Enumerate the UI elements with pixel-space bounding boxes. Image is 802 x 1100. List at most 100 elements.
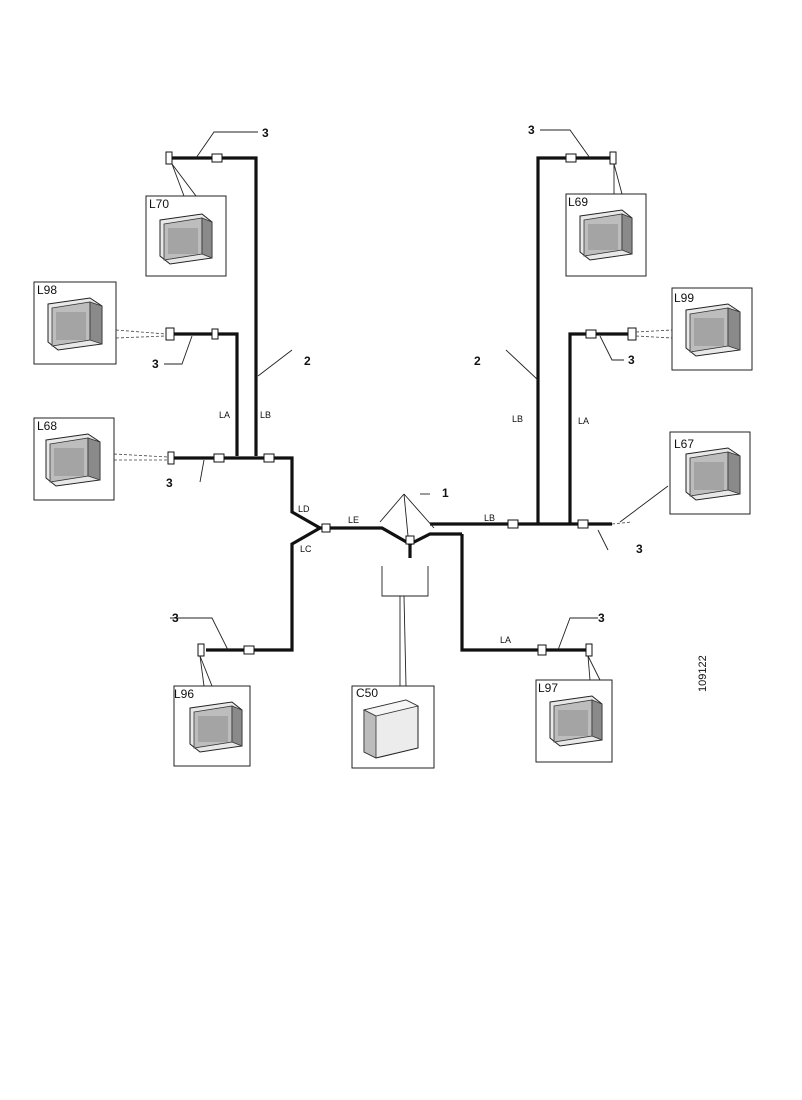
leader-line — [403, 493, 435, 529]
wire-l97-branch — [460, 534, 588, 652]
wire-le-center — [320, 526, 462, 546]
connector — [165, 151, 173, 165]
wire-l68-branch — [172, 456, 321, 530]
module-label: L70 — [149, 197, 169, 211]
connector — [585, 329, 597, 339]
link-line — [619, 485, 669, 523]
module-label: L69 — [568, 195, 588, 209]
link-line — [171, 163, 185, 197]
module-icon — [685, 303, 741, 357]
module-label: L99 — [674, 291, 694, 305]
module-icon — [362, 699, 420, 759]
callout-3: 3 — [152, 357, 159, 371]
connector — [211, 153, 223, 163]
wire-code-la: LA — [578, 416, 589, 426]
leader-lines — [164, 129, 624, 651]
link-line — [635, 329, 673, 333]
link-line — [115, 335, 167, 339]
connector-links — [113, 163, 673, 687]
wire-l99-branch — [568, 332, 636, 524]
leader-line — [557, 617, 598, 651]
module-label: L97 — [538, 681, 558, 695]
connector — [507, 519, 519, 529]
connector — [585, 643, 593, 657]
connector — [609, 151, 617, 165]
link-line — [613, 163, 623, 195]
connector — [165, 327, 175, 341]
callout-3: 3 — [636, 542, 643, 556]
leader-line — [199, 459, 205, 483]
callout-3: 3 — [262, 126, 269, 140]
wire-code-lb: LB — [484, 513, 495, 523]
module-label: L67 — [674, 437, 694, 451]
connector — [211, 328, 219, 340]
module-icon — [189, 701, 243, 753]
module-l68: L68 — [33, 417, 115, 501]
callout-2: 2 — [474, 354, 481, 368]
link-line — [587, 655, 591, 681]
module-l96: L96 — [173, 685, 251, 767]
callout-3: 3 — [172, 611, 179, 625]
leader-line — [597, 529, 609, 551]
inline-connectors — [165, 151, 637, 657]
link-line — [587, 655, 601, 681]
wire-l69-branch — [536, 156, 612, 524]
callout-3: 3 — [528, 123, 535, 137]
module-c50: C50 — [351, 685, 435, 769]
connector — [627, 327, 637, 341]
callout-3: 3 — [166, 476, 173, 490]
link-line — [611, 521, 633, 525]
wire-code-lb: LB — [260, 410, 271, 420]
connector — [537, 644, 547, 656]
wire-code-la: LA — [219, 410, 230, 420]
connector — [197, 643, 205, 657]
module-l67: L67 — [669, 431, 751, 515]
callout-1: 1 — [442, 486, 449, 500]
module-label: L98 — [37, 283, 57, 297]
callout-3: 3 — [598, 611, 605, 625]
link-line — [171, 163, 197, 197]
leader-line — [170, 617, 229, 651]
leader-line — [403, 493, 409, 537]
wire-code-le: LE — [348, 515, 359, 525]
module-l97: L97 — [535, 679, 613, 763]
link-line — [403, 595, 407, 687]
wire-codes: LA LB LD LC LE LB LA LB LA — [219, 410, 589, 645]
figure-number: 109122 — [697, 655, 709, 692]
module-label: C50 — [356, 686, 378, 700]
module-l98: L98 — [33, 281, 117, 365]
module-l99: L99 — [671, 287, 753, 371]
module-l70: L70 — [145, 195, 227, 277]
leader-line — [599, 335, 624, 361]
leader-line — [164, 335, 193, 365]
module-icon — [579, 209, 633, 261]
leader-line — [257, 349, 293, 377]
module-icon — [45, 433, 101, 487]
wire-code-la: LA — [500, 635, 511, 645]
connector — [321, 523, 331, 533]
connector — [565, 153, 577, 163]
module-icon — [549, 695, 603, 747]
wire-l70-branch — [172, 156, 258, 456]
wire-code-ld: LD — [298, 504, 310, 514]
link-line — [199, 655, 213, 687]
connector — [213, 453, 225, 463]
module-icon — [685, 447, 741, 501]
wire-code-lc: LC — [300, 544, 312, 554]
link-line — [115, 329, 167, 335]
callout-numbers: 3 3 3 2 2 1 3 3 3 3 3 — [152, 123, 643, 625]
module-label: L68 — [37, 419, 57, 433]
connector — [577, 519, 589, 529]
connector — [167, 451, 175, 465]
link-line — [113, 453, 169, 458]
callout-3: 3 — [628, 353, 635, 367]
link-line — [199, 655, 205, 687]
wire-l98-branch — [172, 332, 239, 456]
module-icon — [47, 297, 103, 351]
connector — [405, 535, 415, 545]
module-label: L96 — [174, 687, 194, 701]
leader-line — [195, 131, 258, 159]
callout-2: 2 — [304, 354, 311, 368]
